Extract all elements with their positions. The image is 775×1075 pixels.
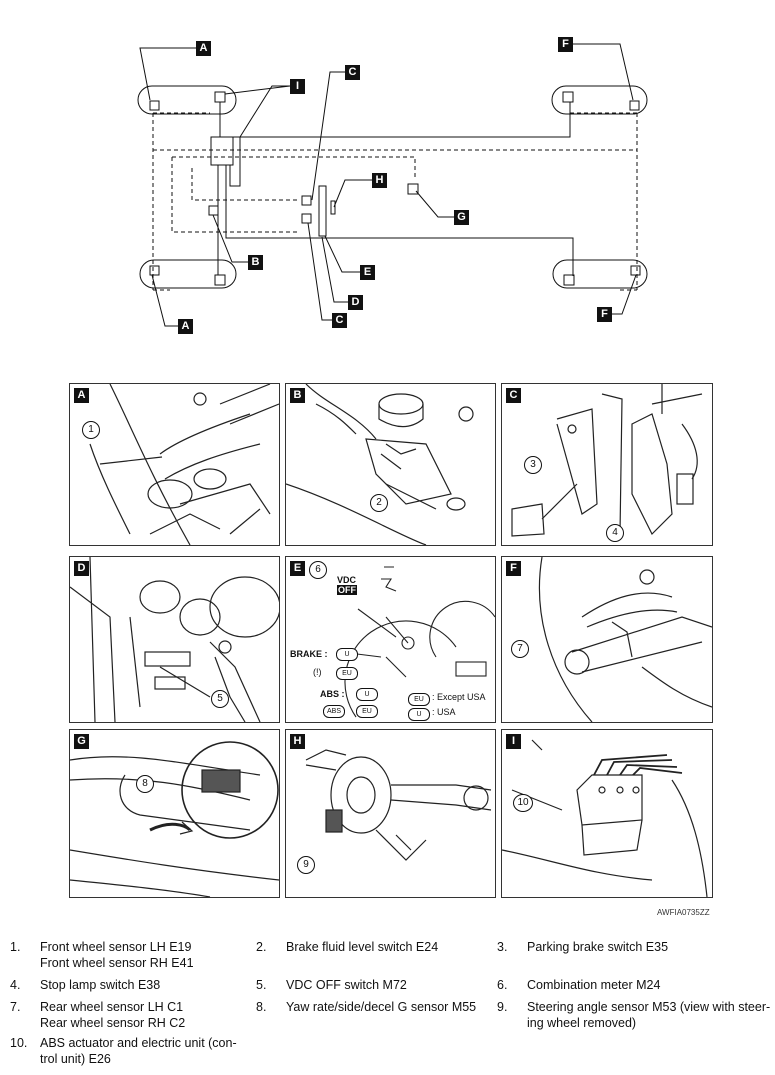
tag-e: E (360, 265, 375, 280)
tag-f-bottom: F (597, 307, 612, 322)
callout-8: 8 (136, 775, 154, 793)
legend-number: 6. (497, 978, 508, 992)
tag-a-top: A (196, 41, 211, 56)
callout-10: 10 (513, 794, 533, 812)
callout-2: 2 (370, 494, 388, 512)
brake-eu-badge: EU (336, 667, 358, 680)
panel-a: A 1 (69, 383, 280, 546)
panel-h: H 9 (285, 729, 496, 898)
legend-item-9: 9. Steering angle sensor M53 (view with … (497, 999, 775, 1033)
tag-d: D (348, 295, 363, 310)
usa-label: : USA (432, 707, 456, 717)
legend-number: 9. (497, 1000, 508, 1014)
legend-text: Brake fluid level switch E24 (286, 940, 439, 954)
abs-label: ABS : (320, 689, 345, 699)
legend-text: Combination meter M24 (527, 978, 661, 992)
tag-c-top: C (345, 65, 360, 80)
brake-u-badge: U (336, 648, 358, 661)
abs-eu-badge: EU (356, 705, 378, 718)
wheel-rear-left (139, 259, 237, 289)
panel-c: C 3 4 (501, 383, 713, 546)
legend-number: 2. (256, 940, 267, 954)
legend-item-1: 1. Front wheel sensor LH E19 Front wheel… (10, 939, 250, 973)
wheel-rear-right (552, 259, 648, 289)
legend-item-8: 8. Yaw rate/side/decel G sensor M55 (256, 999, 496, 1017)
wheel-front-right (551, 85, 648, 115)
panel-h-tag: H (290, 734, 305, 749)
legend-item-5: 5. VDC OFF switch M72 (256, 977, 496, 995)
panel-e-tag: E (290, 561, 305, 576)
panel-f-tag: F (506, 561, 521, 576)
tag-g: G (454, 210, 469, 225)
callout-6: 6 (309, 561, 327, 579)
legend-text: Rear wheel sensor RH C2 (40, 1016, 186, 1030)
legend-item-3: 3. Parking brake switch E35 (497, 939, 767, 957)
panel-b: B 2 (285, 383, 496, 546)
vdc-label: VDC (337, 575, 357, 585)
abs-u-badge: U (356, 688, 378, 701)
legend-number: 8. (256, 1000, 267, 1014)
callout-5: 5 (211, 690, 229, 708)
legend-number: 3. (497, 940, 508, 954)
panel-d-tag: D (74, 561, 89, 576)
usa-u-badge: U (408, 708, 430, 721)
panel-f: F 7 (501, 556, 713, 723)
panel-g: G 8 (69, 729, 280, 898)
legend-item-6: 6. Combination meter M24 (497, 977, 767, 995)
callout-3: 3 (524, 456, 542, 474)
vehicle-layout-diagram (137, 43, 648, 327)
legend-text: Front wheel sensor LH E19 (40, 940, 192, 954)
legend-text: Parking brake switch E35 (527, 940, 669, 954)
tag-b: B (248, 255, 263, 270)
callout-4: 4 (606, 524, 624, 542)
legend-number: 7. (10, 1000, 21, 1014)
legend-item-4: 4. Stop lamp switch E38 (10, 977, 250, 995)
legend-number: 1. (10, 940, 21, 954)
legend-item-10: 10. ABS actuator and electric unit (con-… (10, 1035, 270, 1069)
callout-7: 7 (511, 640, 529, 658)
panel-c-tag: C (506, 388, 521, 403)
figure-code: AWFIA0735ZZ (657, 908, 710, 917)
panel-a-tag: A (74, 388, 89, 403)
panel-g-tag: G (74, 734, 89, 749)
legend-item-7: 7. Rear wheel sensor LH C1 Rear wheel se… (10, 999, 250, 1033)
panel-b-tag: B (290, 388, 305, 403)
callout-9: 9 (297, 856, 315, 874)
brake-warning-symbol: (!) (313, 667, 322, 677)
callout-1: 1 (82, 421, 100, 439)
tag-h: H (372, 173, 387, 188)
panel-i-tag: I (506, 734, 521, 749)
legend-text: Rear wheel sensor LH C1 (40, 1000, 184, 1014)
except-usa-eu-badge: EU (408, 693, 430, 706)
legend-text: ing wheel removed) (527, 1016, 637, 1030)
legend-text: Steering angle sensor M53 (view with ste… (527, 1000, 771, 1014)
wheel-front-left (137, 85, 237, 115)
legend-number: 5. (256, 978, 267, 992)
tag-i: I (290, 79, 305, 94)
tag-f-top: F (558, 37, 573, 52)
off-label: OFF (337, 585, 357, 595)
legend-number: 4. (10, 978, 21, 992)
tag-c-bottom: C (332, 313, 347, 328)
legend-text: trol unit) E26 (40, 1052, 111, 1066)
legend-text: Front wheel sensor RH E41 (40, 956, 194, 970)
legend-number: 10. (10, 1036, 28, 1050)
panel-e: E 6 VDC OFF BRAKE : U (!) EU ABS : U ABS… (285, 556, 496, 723)
legend-item-2: 2. Brake fluid level switch E24 (256, 939, 496, 957)
tag-a-bottom: A (178, 319, 193, 334)
abs-symbol-badge: ABS (323, 705, 345, 718)
legend-text: VDC OFF switch M72 (286, 978, 407, 992)
abs-actuator-box (210, 136, 234, 166)
except-usa-label: : Except USA (432, 692, 486, 702)
legend-text: Stop lamp switch E38 (40, 978, 161, 992)
brake-label: BRAKE : (290, 649, 328, 659)
legend-text: Yaw rate/side/decel G sensor M55 (286, 1000, 477, 1014)
panel-i: I 10 (501, 729, 713, 898)
legend-text: ABS actuator and electric unit (con- (40, 1036, 237, 1050)
panel-d: D 5 (69, 556, 280, 723)
